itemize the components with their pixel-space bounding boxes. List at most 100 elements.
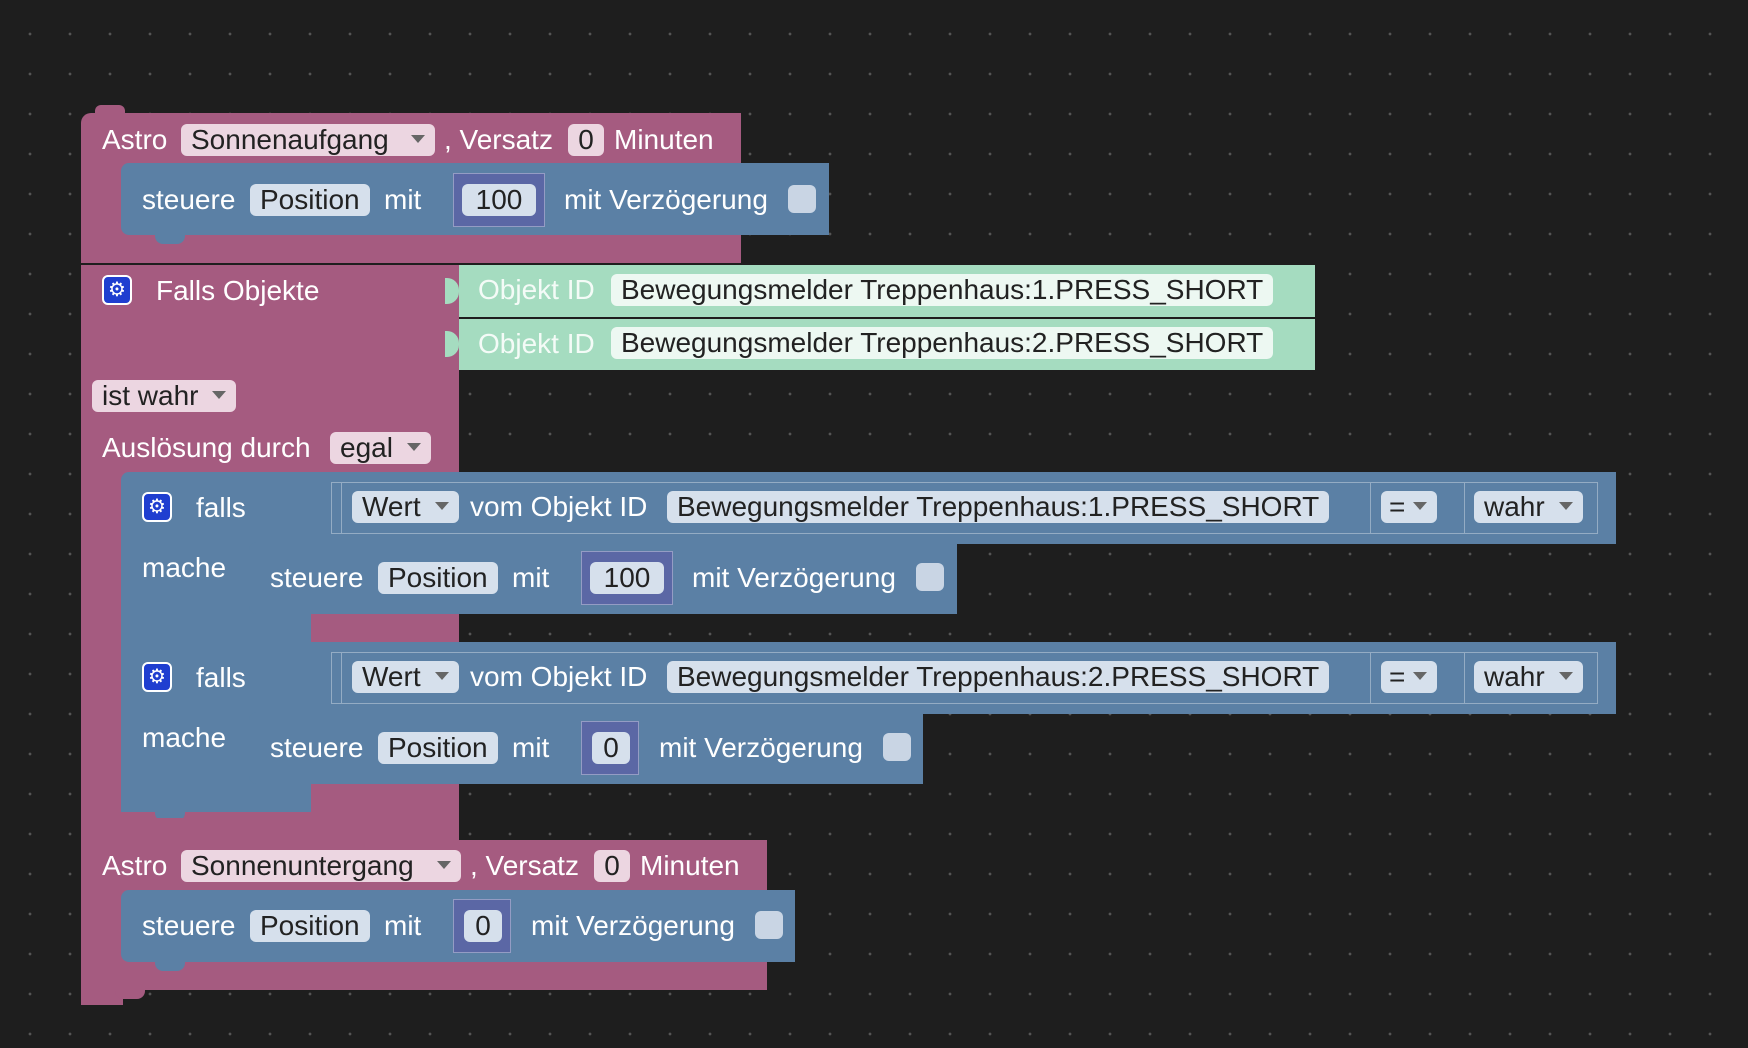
falls-objekte-label: Falls Objekte bbox=[156, 275, 320, 306]
dropdown-arrow-icon bbox=[1558, 672, 1573, 680]
trigger-label: Auslösung durch bbox=[102, 432, 311, 463]
from-object-label-2: vom Objekt ID bbox=[470, 661, 648, 692]
block-notch bbox=[95, 105, 125, 115]
value-kind-dropdown-2[interactable]: Wert bbox=[352, 661, 459, 693]
delay-checkbox[interactable] bbox=[916, 563, 944, 591]
delay-checkbox[interactable] bbox=[883, 733, 911, 761]
gear-icon[interactable]: ⚙ bbox=[142, 492, 172, 522]
minutes-label: Minuten bbox=[640, 850, 740, 881]
astro-event-value: Sonnenaufgang bbox=[191, 124, 389, 155]
operator-dropdown-1[interactable]: = bbox=[1381, 491, 1438, 523]
compare-object-id-1: Bewegungsmelder Treppenhaus:1.PRESS_SHOR… bbox=[677, 491, 1320, 522]
block-connector bbox=[445, 331, 459, 357]
astro-label: Astro bbox=[102, 850, 168, 881]
delay-label: mit Verzögerung bbox=[659, 732, 863, 763]
block-notch bbox=[155, 234, 185, 244]
object-id-value-1: Bewegungsmelder Treppenhaus:1.PRESS_SHOR… bbox=[621, 274, 1264, 305]
dropdown-arrow-icon bbox=[434, 672, 449, 680]
offset-label: , Versatz bbox=[470, 850, 579, 881]
boolean-value-1: wahr bbox=[1484, 491, 1545, 522]
dropdown-arrow-icon bbox=[1413, 502, 1428, 510]
astro-label: Astro bbox=[102, 124, 168, 155]
trigger-dropdown[interactable]: egal bbox=[330, 432, 431, 464]
mit-label: mit bbox=[384, 184, 422, 215]
steuere-label: steuere bbox=[142, 184, 236, 215]
offset-input[interactable]: 0 bbox=[594, 850, 630, 882]
object-id-field-2[interactable]: Bewegungsmelder Treppenhaus:2.PRESS_SHOR… bbox=[611, 327, 1274, 359]
number-input[interactable]: 0 bbox=[464, 910, 502, 942]
object-id-value-2: Bewegungsmelder Treppenhaus:2.PRESS_SHOR… bbox=[621, 327, 1264, 358]
offset-input[interactable]: 0 bbox=[568, 124, 604, 156]
dropdown-arrow-icon bbox=[406, 443, 421, 451]
delay-label: mit Verzögerung bbox=[531, 910, 735, 941]
number-value: 100 bbox=[475, 184, 523, 215]
delay-label: mit Verzögerung bbox=[564, 184, 768, 215]
dropdown-arrow-icon bbox=[411, 135, 425, 143]
steuere-label: steuere bbox=[270, 562, 364, 593]
dropdown-arrow-icon bbox=[434, 502, 449, 510]
position-field-value: Position bbox=[388, 562, 488, 593]
object-id-field-1[interactable]: Bewegungsmelder Treppenhaus:1.PRESS_SHOR… bbox=[611, 274, 1274, 306]
trigger-on-objects-block-footer bbox=[81, 818, 459, 840]
value-kind-2: Wert bbox=[362, 661, 421, 692]
operator-dropdown-2[interactable]: = bbox=[1381, 661, 1438, 693]
value-kind-dropdown-1[interactable]: Wert bbox=[352, 491, 459, 523]
number-value: 0 bbox=[603, 732, 619, 763]
number-input[interactable]: 0 bbox=[592, 732, 630, 764]
mache-label-1: mache bbox=[142, 552, 227, 583]
position-field-value: Position bbox=[260, 910, 360, 941]
mit-label: mit bbox=[384, 910, 422, 941]
position-field[interactable]: Position bbox=[378, 562, 498, 594]
number-value: 100 bbox=[603, 562, 651, 593]
mit-label: mit bbox=[512, 562, 550, 593]
value-kind-1: Wert bbox=[362, 491, 421, 522]
trigger-value: egal bbox=[340, 432, 393, 463]
position-field[interactable]: Position bbox=[378, 732, 498, 764]
operator-2: = bbox=[1389, 661, 1406, 692]
minutes-label: Minuten bbox=[614, 124, 714, 155]
position-field[interactable]: Position bbox=[250, 910, 370, 942]
number-value: 0 bbox=[475, 910, 491, 941]
astro-event-dropdown[interactable]: Sonnenuntergang bbox=[181, 850, 461, 882]
steuere-label: steuere bbox=[142, 910, 236, 941]
number-input[interactable]: 100 bbox=[590, 562, 664, 594]
block-connector bbox=[445, 278, 459, 304]
condition-value: ist wahr bbox=[102, 380, 199, 411]
block-notch bbox=[115, 989, 145, 999]
delay-checkbox[interactable] bbox=[755, 911, 783, 939]
offset-value: 0 bbox=[578, 124, 594, 155]
falls-label-2: falls bbox=[196, 662, 246, 693]
object-id-input-2[interactable]: Bewegungsmelder Treppenhaus:2.PRESS_SHOR… bbox=[667, 661, 1330, 693]
block-notch bbox=[155, 811, 185, 821]
offset-value: 0 bbox=[604, 850, 620, 881]
object-id-input-1[interactable]: Bewegungsmelder Treppenhaus:1.PRESS_SHOR… bbox=[667, 491, 1330, 523]
mit-label: mit bbox=[512, 732, 550, 763]
position-field-value: Position bbox=[260, 184, 360, 215]
falls-label-1: falls bbox=[196, 492, 246, 523]
condition-dropdown[interactable]: ist wahr bbox=[92, 380, 237, 412]
delay-checkbox[interactable] bbox=[788, 185, 816, 213]
astro-event-value: Sonnenuntergang bbox=[191, 850, 414, 881]
astro-sunrise-block-footer bbox=[81, 245, 741, 263]
boolean-value-2: wahr bbox=[1484, 661, 1545, 692]
block-notch bbox=[155, 961, 185, 971]
from-object-label-1: vom Objekt ID bbox=[470, 491, 648, 522]
astro-event-dropdown[interactable]: Sonnenaufgang bbox=[181, 124, 435, 156]
position-field-value: Position bbox=[388, 732, 488, 763]
boolean-dropdown-2[interactable]: wahr bbox=[1474, 661, 1583, 693]
dropdown-arrow-icon bbox=[1413, 672, 1428, 680]
position-field[interactable]: Position bbox=[250, 184, 370, 216]
number-input[interactable]: 100 bbox=[462, 184, 536, 216]
dropdown-arrow-icon bbox=[1558, 502, 1573, 510]
compare-object-id-2: Bewegungsmelder Treppenhaus:2.PRESS_SHOR… bbox=[677, 661, 1320, 692]
object-id-label-1: Objekt ID bbox=[478, 274, 595, 305]
dropdown-arrow-icon bbox=[212, 391, 227, 399]
delay-label: mit Verzögerung bbox=[692, 562, 896, 593]
object-id-label-2: Objekt ID bbox=[478, 328, 595, 359]
offset-label: , Versatz bbox=[444, 124, 553, 155]
gear-icon[interactable]: ⚙ bbox=[102, 275, 132, 305]
mache-label-2: mache bbox=[142, 722, 227, 753]
boolean-dropdown-1[interactable]: wahr bbox=[1474, 491, 1583, 523]
gear-icon[interactable]: ⚙ bbox=[142, 662, 172, 692]
dropdown-arrow-icon bbox=[437, 861, 451, 869]
